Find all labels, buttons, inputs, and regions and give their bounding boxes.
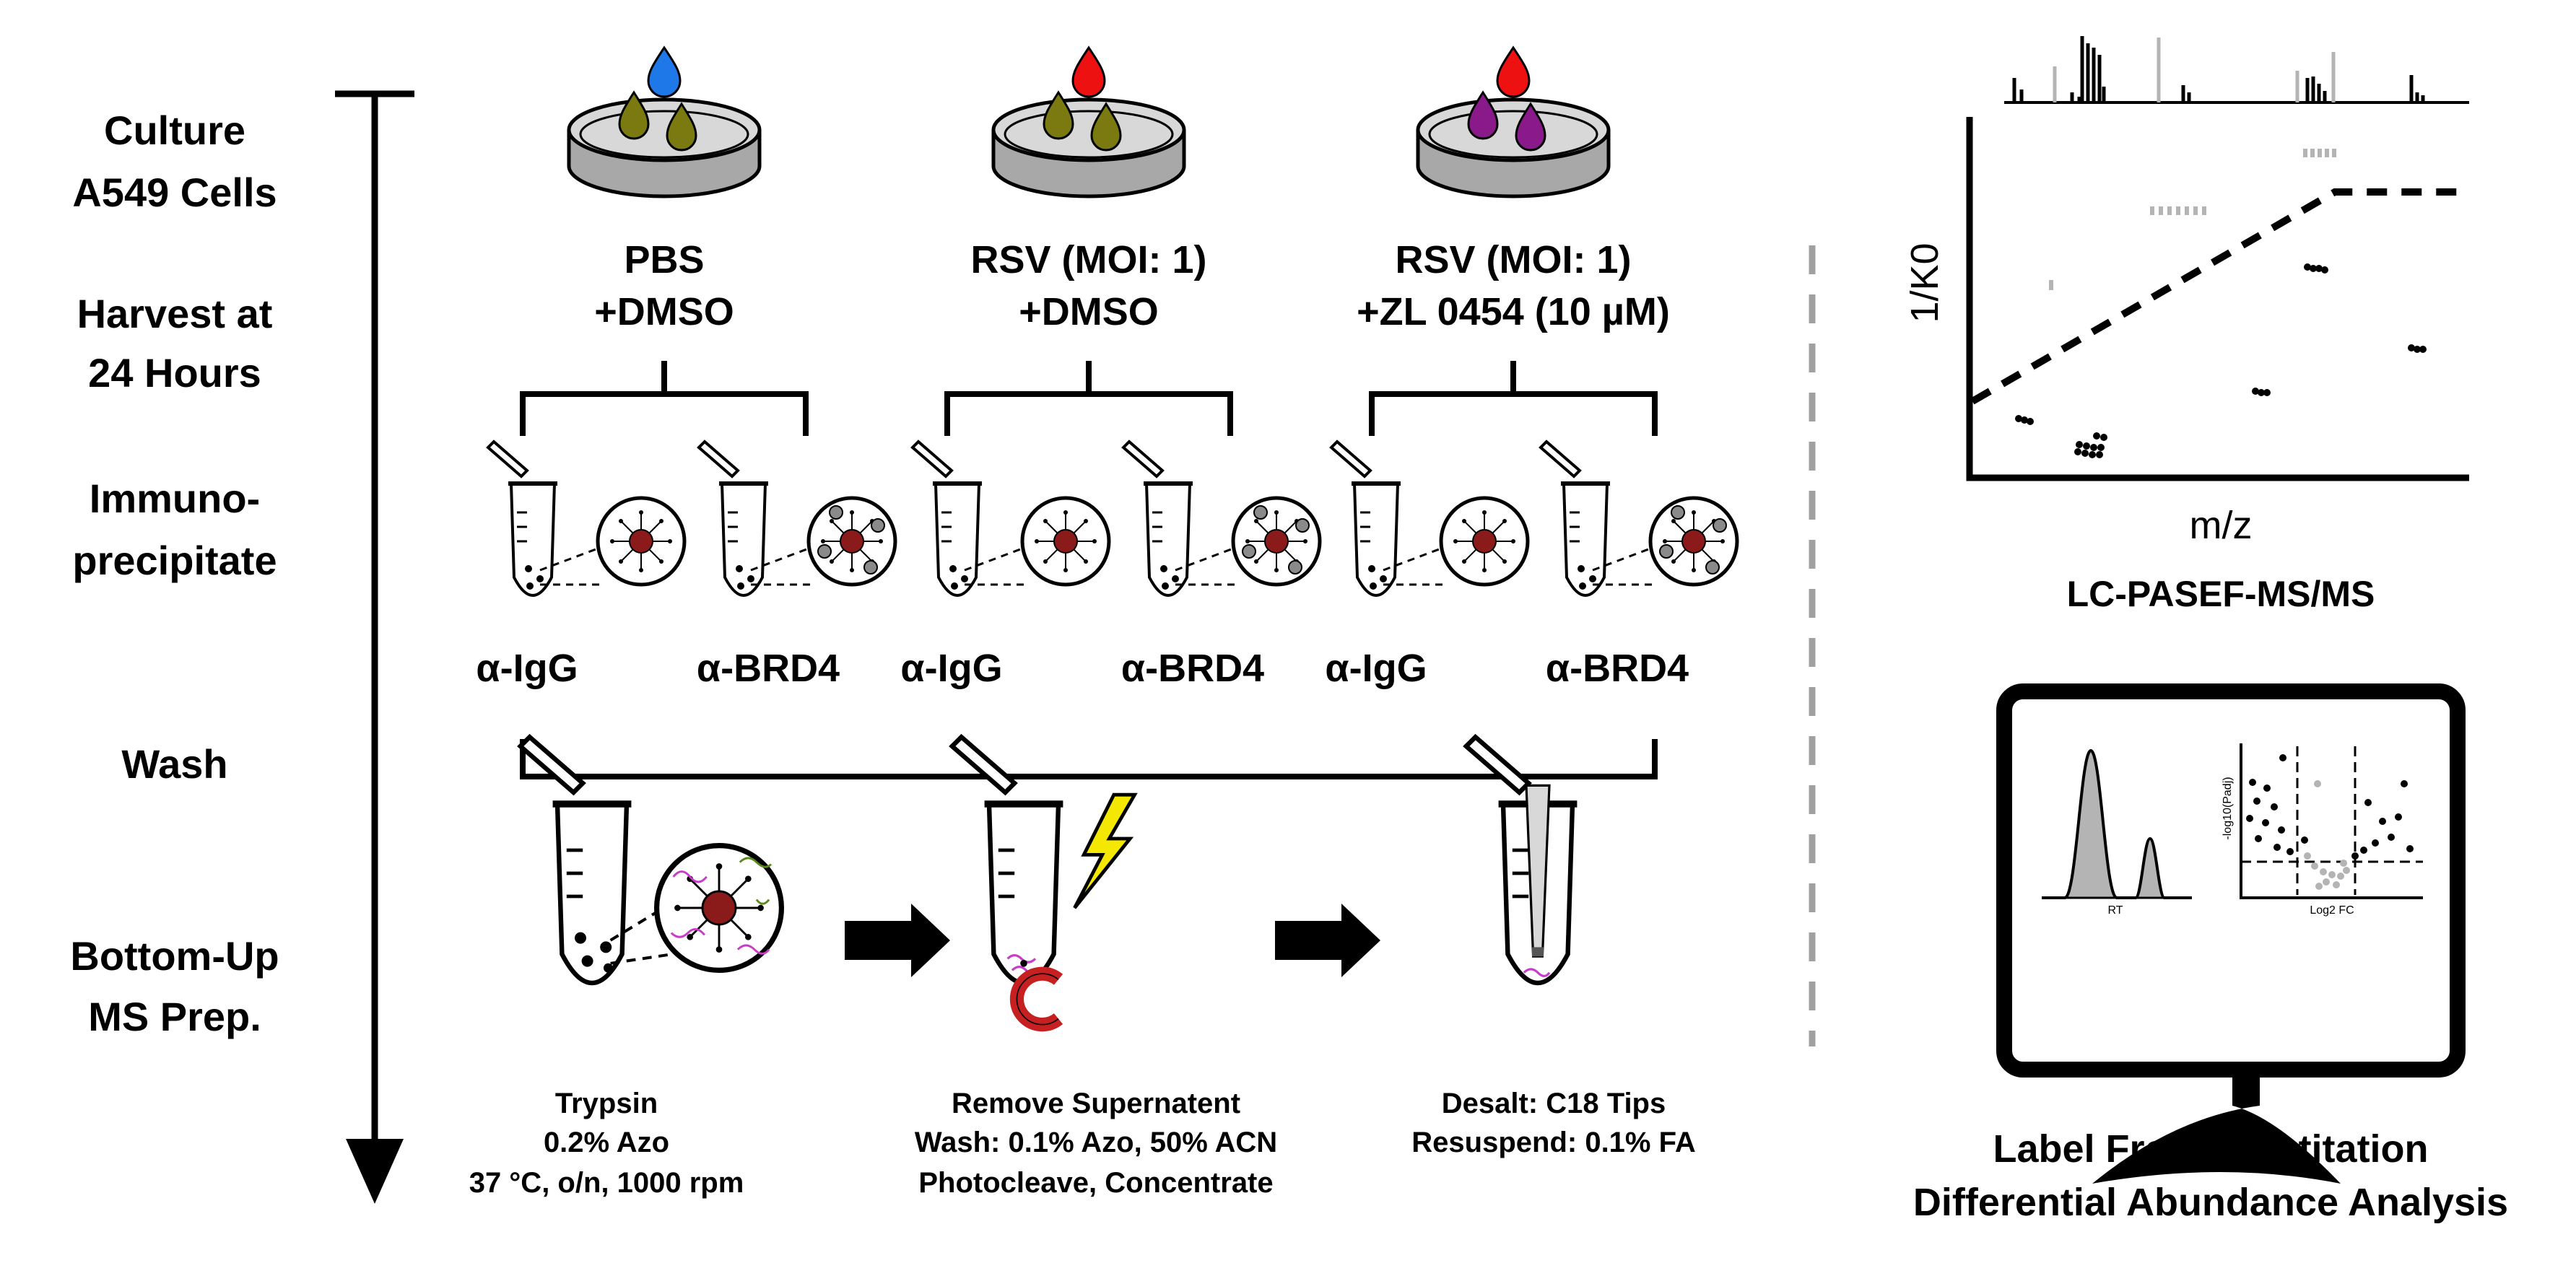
ip-tube-1-igg [488, 442, 684, 595]
antibody-6: α-BRD4 [1546, 647, 1689, 690]
log2fc-label: Log2 FC [2310, 904, 2354, 917]
step-wash: Wash [121, 741, 227, 787]
wash-bracket [520, 739, 1658, 779]
drop-icon [1071, 45, 1106, 98]
process-arrow-2 [1275, 904, 1380, 977]
prep-2-line1: Remove Supernatent [952, 1088, 1240, 1119]
monitor-caption-line2: Differential Abundance Analysis [1913, 1181, 2508, 1224]
monitor-icon: RT Log2 FC -log10(Padj) [1996, 683, 2466, 1184]
prep-tube-photocleave [952, 737, 1138, 1032]
ms-caption: LC-PASEF-MS/MS [2067, 574, 2375, 614]
ip-tube-2-brd4 [699, 442, 895, 595]
prep-tube-trypsin [521, 737, 782, 983]
antibody-2: α-BRD4 [697, 647, 840, 690]
cell-drop [618, 90, 650, 140]
ms-spectrum [2004, 36, 2469, 104]
drop-icon [647, 45, 682, 98]
ip-tube-5-igg [1331, 442, 1528, 595]
cell-drop [1090, 102, 1122, 152]
step-harvest-line1: Harvest at [77, 291, 273, 336]
chromatogram: RT [2042, 748, 2192, 917]
step-ip-line2: precipitate [72, 538, 277, 583]
prep-1-line3: 37 °C, o/n, 1000 rpm [469, 1167, 744, 1199]
prep-3-line2: Resuspend: 0.1% FA [1411, 1127, 1695, 1158]
ms-xlabel: m/z [2190, 504, 2253, 547]
dish-rsv-zl0454 [1418, 45, 1609, 196]
condition-3-line2: +ZL 0454 (10 µM) [1357, 290, 1670, 333]
cell-drop [1515, 102, 1546, 152]
antibody-1: α-IgG [476, 647, 578, 690]
cell-drop [1043, 90, 1074, 140]
volcano-plot: Log2 FC -log10(Padj) [2222, 743, 2423, 917]
antibody-5: α-IgG [1325, 647, 1427, 690]
step-labels: Culture A549 Cells Harvest at 24 Hours I… [70, 108, 279, 1039]
split-brackets [520, 361, 1658, 436]
step-harvest-line2: 24 Hours [88, 350, 261, 395]
process-arrow-1 [845, 904, 950, 977]
rt-label: RT [2107, 904, 2123, 917]
ms-ylabel: 1/K0 [1903, 242, 1946, 323]
step-prep-line2: MS Prep. [88, 994, 261, 1039]
timeline-arrow [335, 90, 414, 1204]
prep-3-line1: Desalt: C18 Tips [1442, 1088, 1666, 1119]
ip-tube-3-igg [913, 442, 1109, 595]
condition-1-line2: +DMSO [594, 290, 734, 333]
prep-tube-desalt [1466, 737, 1578, 983]
step-ip-line1: Immuno- [90, 476, 260, 521]
step-culture-line1: Culture [104, 108, 245, 153]
cell-drop [1467, 90, 1499, 140]
prep-labels: Trypsin 0.2% Azo 37 °C, o/n, 1000 rpm Re… [469, 1088, 1696, 1199]
magnet-icon [1009, 966, 1063, 1032]
dish-rsv-dmso [993, 45, 1184, 196]
monitor-caption-line1: Label Free Quantitation [1993, 1127, 2428, 1171]
condition-1-line1: PBS [624, 238, 704, 281]
ip-tube-4-brd4 [1123, 442, 1320, 595]
antibody-4: α-BRD4 [1121, 647, 1264, 690]
cell-drop [666, 102, 697, 152]
prep-2-line2: Wash: 0.1% Azo, 50% ACN [915, 1127, 1277, 1158]
ms-plot: 1/K0 m/z LC-PASEF-MS/MS [1903, 117, 2469, 614]
padj-label: -log10(Padj) [2222, 777, 2234, 839]
drop-icon [1496, 45, 1531, 98]
dish-pbs [569, 45, 760, 196]
condition-2-line1: RSV (MOI: 1) [970, 238, 1206, 281]
condition-3-line1: RSV (MOI: 1) [1395, 238, 1631, 281]
antibody-labels: α-IgG α-BRD4 α-IgG α-BRD4 α-IgG α-BRD4 [476, 647, 1689, 690]
condition-2-line2: +DMSO [1019, 290, 1159, 333]
condition-labels: PBS +DMSO RSV (MOI: 1) +DMSO RSV (MOI: 1… [594, 238, 1670, 333]
step-culture-line2: A549 Cells [72, 170, 277, 215]
prep-2-line3: Photocleave, Concentrate [918, 1167, 1273, 1199]
prep-1-line2: 0.2% Azo [544, 1127, 669, 1158]
antibody-3: α-IgG [900, 647, 1002, 690]
step-prep-line1: Bottom-Up [70, 933, 279, 979]
prep-1-line1: Trypsin [555, 1088, 658, 1119]
lightning-bolt-icon [1073, 792, 1138, 909]
ip-tube-6-brd4 [1541, 442, 1737, 595]
